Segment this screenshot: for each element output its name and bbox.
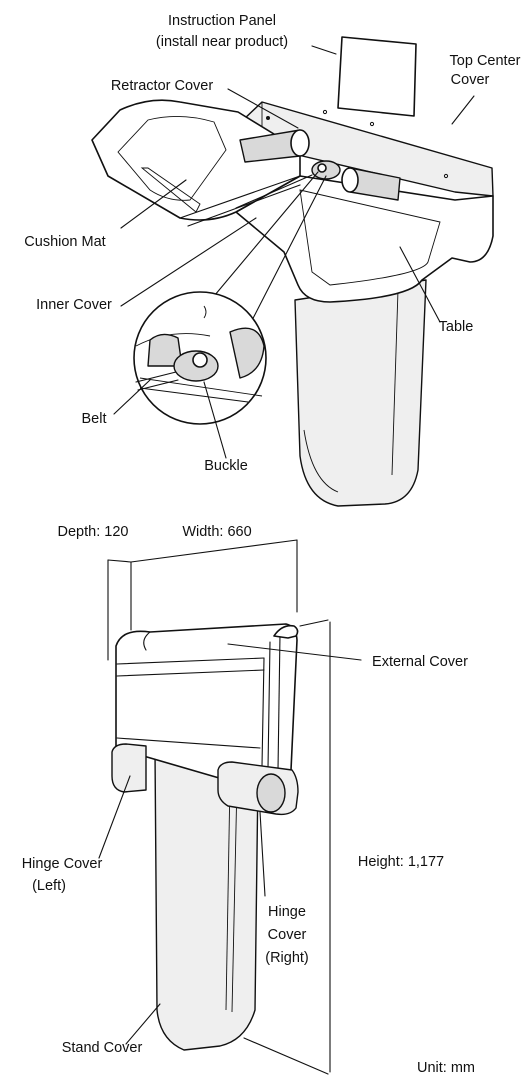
label-cushion-mat: Cushion Mat (24, 234, 105, 250)
label-instruction-panel: Instruction Panel (168, 13, 276, 29)
label-hinge-cover-right-line1: Hinge (268, 904, 306, 920)
label-hinge-cover-left-line2: (Left) (32, 878, 66, 894)
closed-stand-shape (154, 751, 259, 1051)
label-unit: Unit: mm (417, 1060, 475, 1076)
label-belt: Belt (82, 411, 107, 427)
tray-shape (91, 99, 301, 221)
label-retractor-cover: Retractor Cover (111, 78, 214, 94)
hinge-cover-left-shape (111, 743, 147, 793)
label-hinge-cover-right-line2: Cover (268, 927, 307, 943)
label-external-cover: External Cover (372, 654, 468, 670)
label-stand-cover: Stand Cover (62, 1040, 143, 1056)
instruction-panel-shape (337, 36, 417, 117)
stand-shape (294, 279, 427, 507)
label-hinge-cover-left-line1: Hinge Cover (22, 856, 103, 872)
label-height: Height: 1,177 (358, 854, 444, 870)
label-hinge-cover-right-line3: (Right) (265, 950, 309, 966)
labels: Instruction Panel (install near product)… (22, 13, 521, 1076)
label-top-center-cover-line2: Cover (451, 72, 490, 88)
label-width: Width: 660 (182, 524, 251, 540)
leader-lines (98, 45, 475, 1045)
label-top-center-cover-line1: Top Center (450, 53, 521, 69)
label-inner-cover: Inner Cover (36, 297, 112, 313)
label-table: Table (439, 319, 474, 335)
label-depth: Depth: 120 (58, 524, 129, 540)
closed-unit-illustration (107, 539, 331, 1075)
table-shape (235, 175, 494, 303)
label-buckle: Buckle (204, 458, 248, 474)
open-unit-illustration (91, 36, 494, 507)
label-instruction-panel-note: (install near product) (156, 34, 288, 50)
